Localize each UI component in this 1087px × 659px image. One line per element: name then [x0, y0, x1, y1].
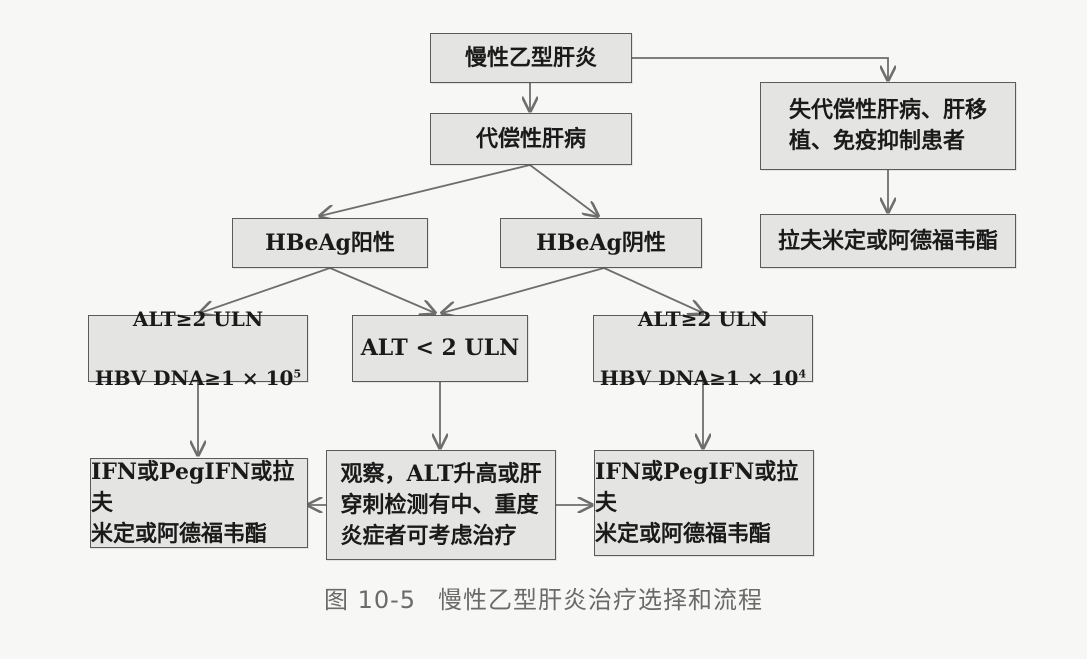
node-alt-high-positive: ALT≥2 ULN HBV DNA≥1 × 105	[88, 307, 308, 390]
node-lamivudine-adefovir: 拉夫米定或阿德福韦酯	[760, 214, 1016, 268]
node-chronic-hepatitis-b: 慢性乙型肝炎	[430, 33, 632, 83]
node-treatment-right: IFN或PegIFN或拉夫 米定或阿德福韦酯	[594, 450, 814, 556]
node-hbeag-negative: HBeAg阴性	[500, 218, 702, 268]
node-decompensated: 失代偿性肝病、肝移 植、免疫抑制患者	[760, 82, 1016, 170]
node-hbeag-positive: HBeAg阳性	[232, 218, 428, 268]
node-observe: 观察，ALT升高或肝 穿刺检测有中、重度 炎症者可考虑治疗	[326, 450, 556, 560]
node-treatment-left: IFN或PegIFN或拉夫 米定或阿德福韦酯	[90, 458, 308, 548]
arrow-compensated-to-negative	[529, 164, 598, 216]
node-alt-high-negative: ALT≥2 ULN HBV DNA≥1 × 104	[593, 307, 813, 390]
figure-title: 慢性乙型肝炎治疗选择和流程	[438, 586, 764, 614]
arrow-positive-to-altlow	[329, 267, 435, 313]
node-compensated-liver-disease: 代偿性肝病	[430, 113, 632, 165]
arrow-negative-to-althigh	[603, 267, 703, 313]
arrow-positive-to-althigh	[200, 267, 331, 313]
node-alt-low: ALT < 2 ULN	[352, 315, 528, 382]
arrow-negative-to-altlow	[442, 267, 605, 313]
figure-caption: 图 10-5 慢性乙型肝炎治疗选择和流程	[0, 580, 1087, 615]
figure-label: 图 10-5	[323, 586, 417, 614]
arrow-chronic-to-decompensated	[632, 57, 888, 80]
arrow-compensated-to-positive	[320, 164, 531, 216]
